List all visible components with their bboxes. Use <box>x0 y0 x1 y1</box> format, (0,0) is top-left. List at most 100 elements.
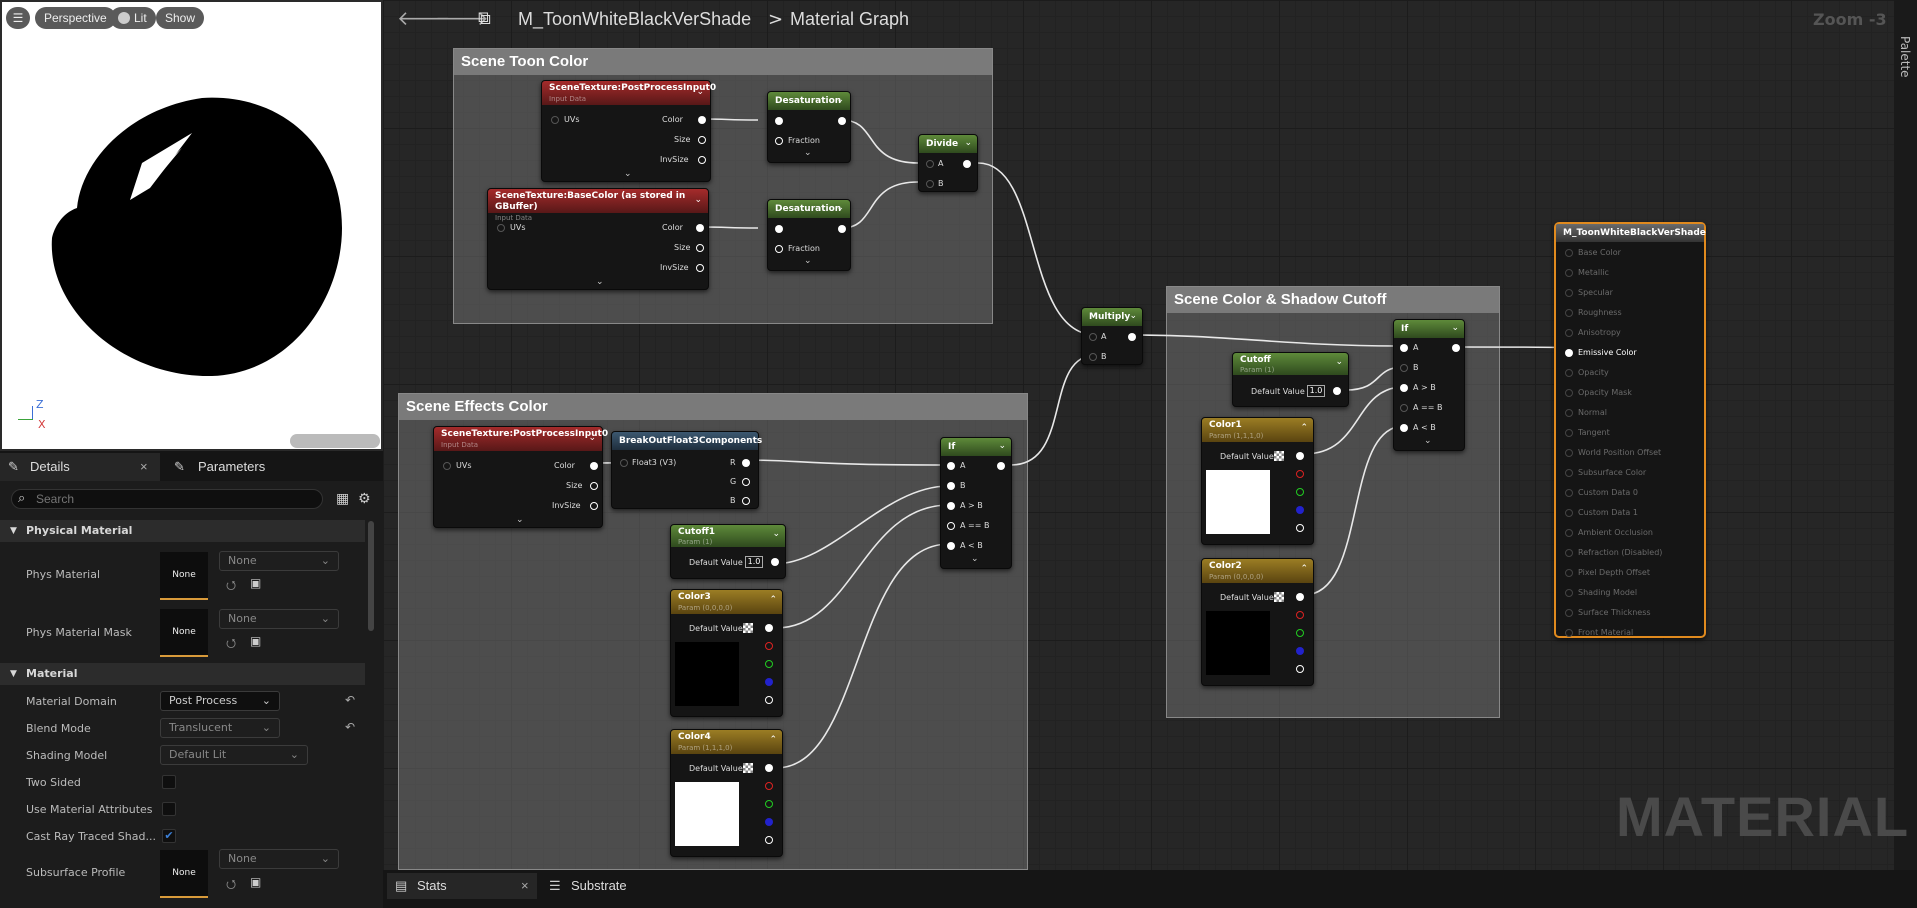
expand-icon[interactable]: ⌄ <box>596 277 604 287</box>
chevron-up-icon[interactable]: ⌃ <box>769 735 777 745</box>
output-pin-r[interactable] <box>742 459 750 467</box>
breadcrumb-graph[interactable]: Material Graph <box>790 9 910 29</box>
section-physical-material[interactable]: ▼ Physical Material <box>0 520 365 542</box>
use-material-attributes-checkbox[interactable] <box>162 802 176 816</box>
result-input-pin[interactable] <box>1565 389 1573 397</box>
input-pin-uvs[interactable] <box>443 462 451 470</box>
color-swatch-icon[interactable] <box>743 763 753 773</box>
node-header[interactable]: BreakOutFloat3Components <box>612 432 762 450</box>
input-pin-b[interactable] <box>1400 364 1408 372</box>
result-input-pin[interactable] <box>1565 429 1573 437</box>
output-pin-invsize[interactable] <box>698 156 706 164</box>
output-pin[interactable] <box>1333 387 1341 395</box>
result-input-pin[interactable] <box>1565 509 1573 517</box>
section-material[interactable]: ▼ Material <box>0 663 365 685</box>
expand-icon[interactable]: ⌄ <box>1424 436 1432 446</box>
tab-details[interactable]: ✎ Details × <box>0 453 160 481</box>
close-icon[interactable]: × <box>140 459 148 474</box>
output-pin[interactable] <box>1452 344 1460 352</box>
node-scene-texture-basecolor[interactable]: SceneTexture:BaseColor (as stored in GBu… <box>487 188 709 290</box>
result-input-pin[interactable] <box>1565 589 1573 597</box>
node-header[interactable]: SceneTexture:BaseColor (as stored in GBu… <box>488 189 708 222</box>
input-pin-a[interactable] <box>947 462 955 470</box>
output-pin-r[interactable] <box>1296 611 1304 619</box>
input-pin-a[interactable] <box>1089 333 1097 341</box>
reset-icon[interactable]: ↶ <box>345 693 356 707</box>
node-if-shadow[interactable]: If ⌄ A B A > B A == B A < B ⌄ <box>1393 319 1465 451</box>
output-pin-g[interactable] <box>765 800 773 808</box>
input-pin-a-lt-b[interactable] <box>1400 424 1408 432</box>
output-pin-invsize[interactable] <box>590 502 598 510</box>
node-desaturation-2[interactable]: Desaturation ⌄ Fraction ⌄ <box>767 199 851 271</box>
node-header[interactable]: Multiply <box>1082 308 1142 326</box>
output-pin[interactable] <box>838 117 846 125</box>
chevron-down-icon[interactable]: ⌄ <box>696 87 704 97</box>
phys-material-mask-thumbnail[interactable]: None <box>160 609 208 657</box>
phys-material-mask-combo[interactable]: None⌄ <box>219 609 339 629</box>
default-value-input[interactable]: 1.0 <box>1307 385 1325 397</box>
default-value-input[interactable]: 1.0 <box>745 556 763 568</box>
input-pin-a-gt-b[interactable] <box>947 502 955 510</box>
browse-icon[interactable]: ▣ <box>250 576 262 590</box>
node-divide[interactable]: Divide ⌄ A B <box>918 134 978 192</box>
back-arrow-icon[interactable]: 🡐 <box>397 6 451 30</box>
expand-icon[interactable]: ⌄ <box>971 554 979 564</box>
material-preview-viewport[interactable]: ☰ Perspective Lit Show Z X <box>0 0 383 451</box>
comment-title[interactable]: Scene Effects Color <box>399 394 1027 420</box>
chevron-down-icon[interactable]: ⌄ <box>694 195 702 205</box>
perspective-button[interactable]: Perspective <box>35 7 116 29</box>
expand-icon[interactable]: ⌄ <box>804 256 812 266</box>
output-pin[interactable] <box>771 558 779 566</box>
color-swatch-icon[interactable] <box>743 623 753 633</box>
use-asset-icon[interactable]: ⭯ <box>226 877 237 891</box>
result-input-pin[interactable] <box>1565 609 1573 617</box>
lit-button[interactable]: Lit <box>110 7 156 29</box>
result-input-pin[interactable] <box>1565 269 1573 277</box>
input-pin-uvs[interactable] <box>497 224 505 232</box>
comment-title[interactable]: Scene Color & Shadow Cutoff <box>1167 287 1499 313</box>
output-pin-rgb[interactable] <box>765 624 773 632</box>
output-pin-a[interactable] <box>1296 524 1304 532</box>
output-pin-size[interactable] <box>696 244 704 252</box>
output-pin-size[interactable] <box>590 482 598 490</box>
subsurface-profile-thumbnail[interactable]: None <box>160 850 208 898</box>
chevron-down-icon[interactable]: ⌄ <box>588 433 596 443</box>
node-desaturation-1[interactable]: Desaturation ⌄ Fraction ⌄ <box>767 91 851 163</box>
chevron-down-icon[interactable]: ⌄ <box>772 529 780 539</box>
reset-icon[interactable]: ↶ <box>345 720 356 734</box>
result-input-pin[interactable] <box>1565 349 1573 357</box>
chevron-down-icon[interactable]: ⌄ <box>964 138 972 148</box>
node-breakout-float3[interactable]: BreakOutFloat3Components Float3 (V3) R G… <box>611 431 762 509</box>
breadcrumb-asset[interactable]: M_ToonWhiteBlackVerShade <box>518 9 752 29</box>
output-pin-rgb[interactable] <box>765 764 773 772</box>
output-pin-r[interactable] <box>765 782 773 790</box>
tab-substrate[interactable]: ☰ Substrate <box>549 873 627 899</box>
chevron-down-icon[interactable]: ⌄ <box>1451 323 1459 333</box>
node-header[interactable]: If <box>1394 320 1464 338</box>
close-icon[interactable]: × <box>521 878 529 893</box>
result-input-pin[interactable] <box>1565 309 1573 317</box>
expand-icon[interactable]: ⌄ <box>624 169 632 179</box>
browse-icon[interactable]: ▣ <box>250 634 262 648</box>
chevron-up-icon[interactable]: ⌃ <box>1300 423 1308 433</box>
result-input-pin[interactable] <box>1565 549 1573 557</box>
chevron-up-icon[interactable]: ⌃ <box>1300 564 1308 574</box>
output-pin-b[interactable] <box>765 678 773 686</box>
tab-stats[interactable]: ▤ Stats × <box>387 873 537 899</box>
input-pin-b[interactable] <box>926 180 934 188</box>
node-header[interactable]: M_ToonWhiteBlackVerShade <box>1556 224 1706 242</box>
output-pin-rgb[interactable] <box>1296 593 1304 601</box>
output-pin-color[interactable] <box>590 462 598 470</box>
output-pin-a[interactable] <box>765 836 773 844</box>
result-input-pin[interactable] <box>1565 529 1573 537</box>
output-pin-invsize[interactable] <box>696 264 704 272</box>
